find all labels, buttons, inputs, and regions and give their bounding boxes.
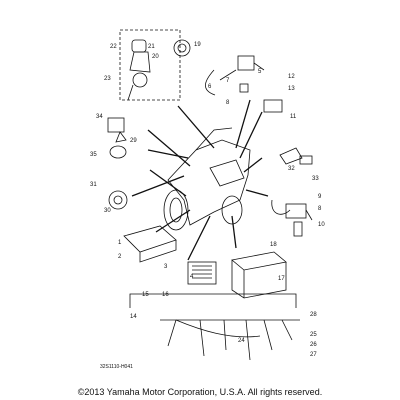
part-number: 25: [310, 332, 317, 338]
part-number: 16: [162, 292, 169, 298]
part-number: 26: [310, 342, 317, 348]
fuse-box-part: [107, 117, 125, 133]
part-number: 12: [288, 74, 295, 80]
part-number: 19: [194, 42, 201, 48]
part-number: 3: [164, 264, 168, 270]
part-number: 21: [148, 44, 155, 50]
part-number: 11: [290, 114, 297, 120]
ignition-switch-dashed-box: [119, 29, 181, 101]
part-number: 23: [104, 76, 111, 82]
flasher-relay-part: [263, 99, 283, 113]
cdi-unit-part: [123, 225, 177, 263]
part-number: 22: [110, 44, 117, 50]
relay-part: [205, 55, 265, 96]
part-number: 18: [270, 242, 277, 248]
part-number: 31: [90, 182, 97, 188]
reference-code: 32S1110-H041: [100, 364, 133, 370]
part-number: 35: [90, 152, 97, 158]
part-number: 4: [190, 274, 194, 280]
part-number: 8: [318, 206, 322, 212]
part-number: 32: [288, 166, 295, 172]
part-number: 14: [130, 314, 137, 320]
part-number: 1: [118, 240, 122, 246]
part-number: 17: [278, 276, 285, 282]
part-number: 10: [318, 222, 325, 228]
part-number: 24: [238, 338, 245, 344]
part-number-labels: 22 21 20 19 23 5 7 6 8 12 13 11 34 29 35…: [90, 42, 325, 358]
part-number: 20: [152, 54, 159, 60]
leader-lines: [131, 99, 269, 261]
part-number: 30: [104, 208, 111, 214]
battery-part: [231, 251, 287, 299]
wire-harness-box: [129, 293, 300, 361]
copyright-notice: ©2013 Yamaha Motor Corporation, U.S.A. A…: [77, 387, 323, 397]
main-switch-part: [127, 39, 151, 101]
part-number: 5: [258, 69, 262, 75]
part-number: 2: [118, 254, 122, 260]
key-cap-part: [173, 39, 191, 57]
part-number: 6: [208, 84, 212, 90]
part-number: 9: [318, 194, 322, 200]
part-number: 34: [96, 114, 103, 120]
part-number: 29: [130, 138, 137, 144]
ignition-coil-part: [271, 199, 313, 237]
part-number: 27: [310, 352, 317, 358]
part-number: 15: [142, 292, 149, 298]
part-number: 28: [310, 312, 317, 318]
part-number: 13: [288, 86, 295, 92]
part-number: 33: [312, 176, 319, 182]
sensor-part: [279, 147, 313, 165]
rectifier-regulator-part: [187, 261, 217, 285]
part-number: 8: [226, 100, 230, 106]
part-number: 7: [226, 78, 230, 84]
horn-part: [108, 190, 128, 210]
starter-relay-part: [109, 145, 127, 159]
